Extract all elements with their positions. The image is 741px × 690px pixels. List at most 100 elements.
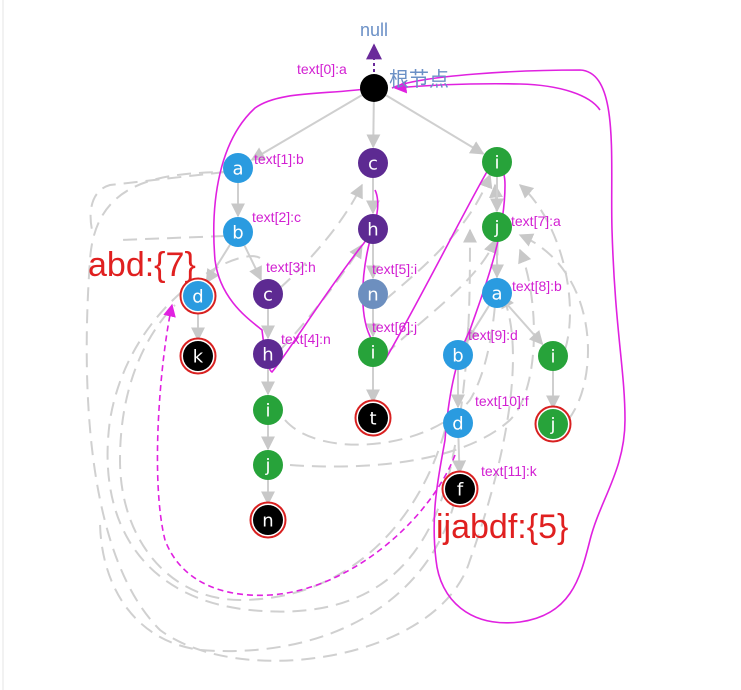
fail-link-c2-c3 bbox=[279, 183, 363, 289]
node-circle bbox=[183, 341, 213, 371]
node-circle bbox=[443, 408, 473, 438]
edge-b1-d1 bbox=[205, 244, 231, 284]
node-circle bbox=[223, 217, 253, 247]
node-a1: a bbox=[223, 153, 253, 183]
edge-a4-i5 bbox=[506, 303, 544, 346]
path-root-outline bbox=[212, 87, 379, 374]
path-ijabdf-outline bbox=[384, 69, 626, 624]
node-letter: i bbox=[265, 401, 270, 422]
node-circle bbox=[358, 337, 388, 367]
node-circle bbox=[358, 148, 388, 178]
fail-link-j2-j4 bbox=[289, 248, 535, 468]
output-label-abd: abd:{7} bbox=[88, 246, 196, 284]
edge-labels: text[0]:a text[1]:b text[2]:c text[3]:h … bbox=[252, 61, 562, 479]
node-circle bbox=[360, 74, 388, 102]
node-root bbox=[360, 74, 388, 102]
node-letter: b bbox=[232, 223, 243, 244]
node-letter: f bbox=[457, 480, 464, 501]
node-circle bbox=[538, 341, 568, 371]
node-n3: n bbox=[358, 279, 388, 309]
trie-nodes: a b d k c h i j n c h n i t i j a b d f i j bbox=[179, 74, 572, 539]
node-letter: i bbox=[550, 347, 555, 368]
node-circle bbox=[358, 403, 388, 433]
node-letter: b bbox=[452, 346, 463, 367]
edge-label-9: text[9]:d bbox=[468, 327, 518, 343]
edge-label-8: text[8]:b bbox=[512, 278, 562, 294]
node-circle bbox=[253, 339, 283, 369]
null-label: null bbox=[360, 20, 388, 40]
node-letter: i bbox=[494, 153, 499, 174]
fail-link-i3-j4 bbox=[384, 238, 498, 356]
edge-label-2: text[2]:c bbox=[252, 209, 301, 225]
node-a4: a bbox=[482, 278, 512, 308]
node-letter: c bbox=[368, 154, 378, 175]
node-j4: j bbox=[482, 212, 512, 242]
edge-label-10: text[10]:f bbox=[475, 393, 529, 409]
node-c2: c bbox=[253, 279, 283, 309]
node-circle bbox=[443, 340, 473, 370]
node-h2: h bbox=[253, 339, 283, 369]
fail-link-d4-d1 bbox=[118, 304, 446, 602]
path-abd-dash bbox=[156, 303, 456, 597]
node-letter: a bbox=[491, 284, 502, 305]
node-letter: i bbox=[370, 343, 375, 364]
node-letter: n bbox=[262, 511, 273, 532]
node-circle bbox=[253, 450, 283, 480]
edge-root-i4 bbox=[385, 94, 485, 155]
output-label-ijabdf: ijabdf:{5} bbox=[436, 508, 568, 546]
node-j5: j bbox=[534, 405, 572, 443]
node-h3: h bbox=[358, 214, 388, 244]
edge-b1-c2 bbox=[243, 245, 262, 281]
node-letter: h bbox=[262, 345, 273, 366]
node-circle bbox=[482, 147, 512, 177]
edge-root-a1 bbox=[250, 94, 363, 161]
node-letter: j bbox=[493, 218, 499, 239]
node-letter: d bbox=[452, 414, 463, 435]
fail-link-b-to-b bbox=[106, 228, 477, 613]
fail-link-b1-root bbox=[119, 235, 226, 241]
node-i3: i bbox=[358, 337, 388, 367]
edge-label-11: text[11]:k bbox=[481, 463, 538, 479]
node-k1: k bbox=[179, 337, 217, 375]
node-letter: t bbox=[369, 409, 376, 430]
node-circle bbox=[253, 505, 283, 535]
node-circle bbox=[253, 279, 283, 309]
node-d4: d bbox=[443, 408, 473, 438]
node-n2: n bbox=[249, 501, 287, 539]
node-t3: t bbox=[354, 399, 392, 437]
node-i4: i bbox=[482, 147, 512, 177]
fail-link-i5-i4 bbox=[518, 184, 571, 351]
edge-label-4: text[4]:n bbox=[281, 331, 331, 347]
node-circle bbox=[183, 281, 213, 311]
node-j2: j bbox=[253, 450, 283, 480]
node-circle bbox=[445, 474, 475, 504]
edge-label-5: text[5]:i bbox=[372, 261, 417, 277]
edge-d4-f4 bbox=[452, 437, 467, 475]
fail-link-i2-i4 bbox=[284, 183, 503, 446]
highlight-paths bbox=[156, 69, 626, 624]
node-circle bbox=[482, 278, 512, 308]
edge-root-c3 bbox=[366, 101, 381, 149]
node-circle bbox=[223, 153, 253, 183]
node-letter: d bbox=[192, 287, 203, 308]
node-letter: h bbox=[367, 220, 378, 241]
fail-link-a1-root bbox=[89, 171, 226, 231]
node-circle bbox=[358, 279, 388, 309]
node-f4: f bbox=[441, 470, 479, 508]
node-circle bbox=[538, 409, 568, 439]
node-letter: j bbox=[264, 456, 270, 477]
node-letter: c bbox=[263, 285, 273, 306]
node-letter: j bbox=[549, 415, 555, 436]
edge-label-1: text[1]:b bbox=[254, 151, 304, 167]
edge-a4-b4 bbox=[465, 305, 490, 343]
fail-link-n3-i4 bbox=[384, 173, 493, 301]
node-i5: i bbox=[538, 341, 568, 371]
fail-link-j5-j4 bbox=[518, 233, 589, 421]
edge-label-6: text[6]:j bbox=[372, 319, 417, 335]
node-circle bbox=[253, 395, 283, 425]
edge-label-0: text[0]:a bbox=[297, 61, 347, 77]
node-letter: n bbox=[367, 285, 378, 306]
root-label: 根节点 bbox=[389, 68, 449, 91]
node-b4: b bbox=[443, 340, 473, 370]
